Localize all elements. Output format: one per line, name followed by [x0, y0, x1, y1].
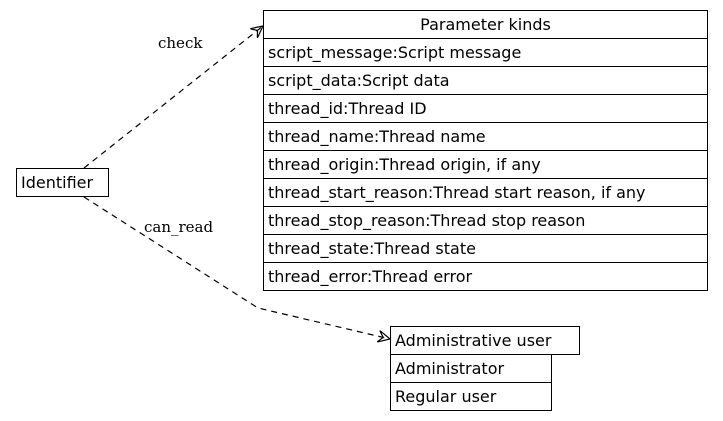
identifier-node: Identifier [16, 168, 109, 197]
parameter-kind-row: script_message:Script message [263, 38, 708, 67]
user-row-regular: Regular user [390, 382, 552, 411]
parameter-kind-row: thread_state:Thread state [263, 234, 708, 263]
parameter-kind-row: thread_id:Thread ID [263, 94, 708, 123]
parameter-kind-row: thread_name:Thread name [263, 122, 708, 151]
can-read-edge-label: can_read [144, 218, 214, 236]
identifier-label: Identifier [21, 172, 94, 192]
parameter-kind-row: thread_error:Thread error [263, 262, 708, 291]
parameter-kind-row: thread_origin:Thread origin, if any [263, 150, 708, 179]
users-table: Administrative user Administrator Regula… [390, 326, 580, 411]
parameter-kind-row: thread_start_reason:Thread start reason,… [263, 178, 708, 207]
user-row-administrator: Administrator [390, 354, 552, 383]
parameter-kinds-table: Parameter kinds script_message:Script me… [263, 10, 708, 291]
users-title: Administrative user [390, 326, 580, 355]
parameter-kinds-title: Parameter kinds [263, 10, 708, 39]
parameter-kind-row: script_data:Script data [263, 66, 708, 95]
check-edge-label: check [158, 34, 203, 52]
parameter-kind-row: thread_stop_reason:Thread stop reason [263, 206, 708, 235]
